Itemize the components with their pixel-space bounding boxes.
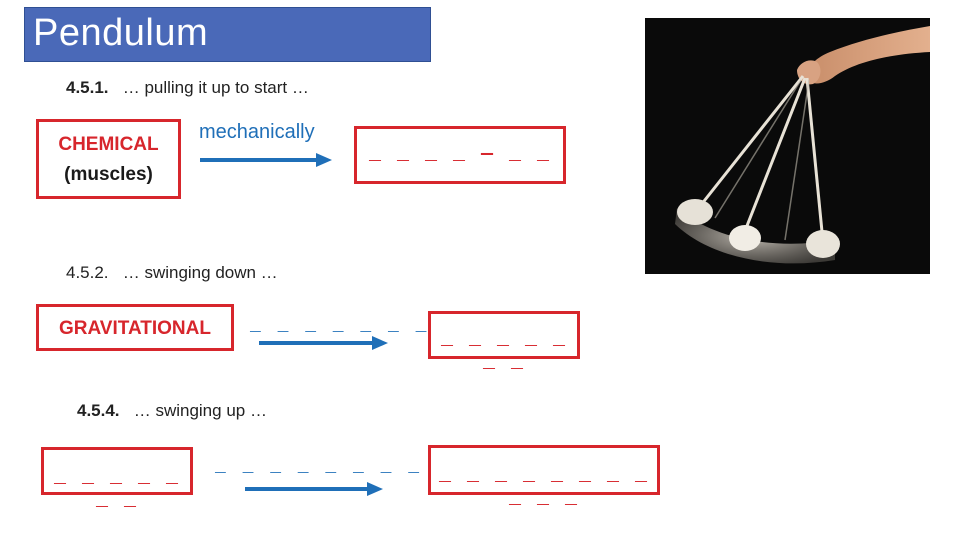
step-1-arrow-label: mechanically [199, 121, 315, 143]
step-1-to-box[interactable]: _ _ _ _ — _ _ _ _ _ [354, 126, 566, 189]
step-2-to-blank: _ _ _ _ _ _ _ [440, 328, 568, 374]
step-2-number: 4.5.2. [66, 263, 109, 282]
step-1-to-blank: _ _ _ _ — _ _ _ _ _ [368, 143, 552, 189]
step-2-heading: 4.5.2. … swinging down … [66, 263, 278, 283]
step-1-heading: 4.5.1. … pulling it up to start … [66, 78, 309, 98]
slide-title: Pendulum [33, 12, 209, 54]
pendulum-drawing [645, 18, 930, 274]
step-2-to-box[interactable]: _ _ _ _ _ _ _ [428, 311, 580, 374]
step-1-from-sub: (muscles) [64, 164, 153, 185]
step-3-heading: 4.5.4. … swinging up … [77, 401, 267, 421]
pendulum-photo [645, 18, 930, 274]
title-bar: Pendulum [24, 7, 431, 62]
step-2-text: … swinging down … [122, 263, 278, 282]
step-3-to-blank: _ _ _ _ _ _ _ _ _ _ _ [438, 464, 650, 510]
step-1-number: 4.5.1. [66, 78, 109, 97]
step-3-from-blank: _ _ _ _ _ _ _ [53, 466, 181, 512]
step-3-from-box[interactable]: _ _ _ _ _ _ _ [41, 447, 193, 512]
step-2-arrow [259, 336, 388, 350]
step-2-from-label: GRAVITATIONAL [59, 318, 211, 339]
step-2-from-box: GRAVITATIONAL [36, 304, 234, 351]
step-1-from-label: CHEMICAL [58, 134, 159, 155]
step-1-text: … pulling it up to start … [122, 78, 309, 97]
step-3-arrow [245, 482, 383, 496]
step-1-from-box: CHEMICAL (muscles) [36, 119, 181, 199]
step-3-to-box[interactable]: _ _ _ _ _ _ _ _ _ _ _ [428, 445, 660, 510]
step-3-text: … swinging up … [133, 401, 267, 420]
step-3-number: 4.5.4. [77, 401, 120, 420]
step-1-arrow [200, 153, 332, 167]
